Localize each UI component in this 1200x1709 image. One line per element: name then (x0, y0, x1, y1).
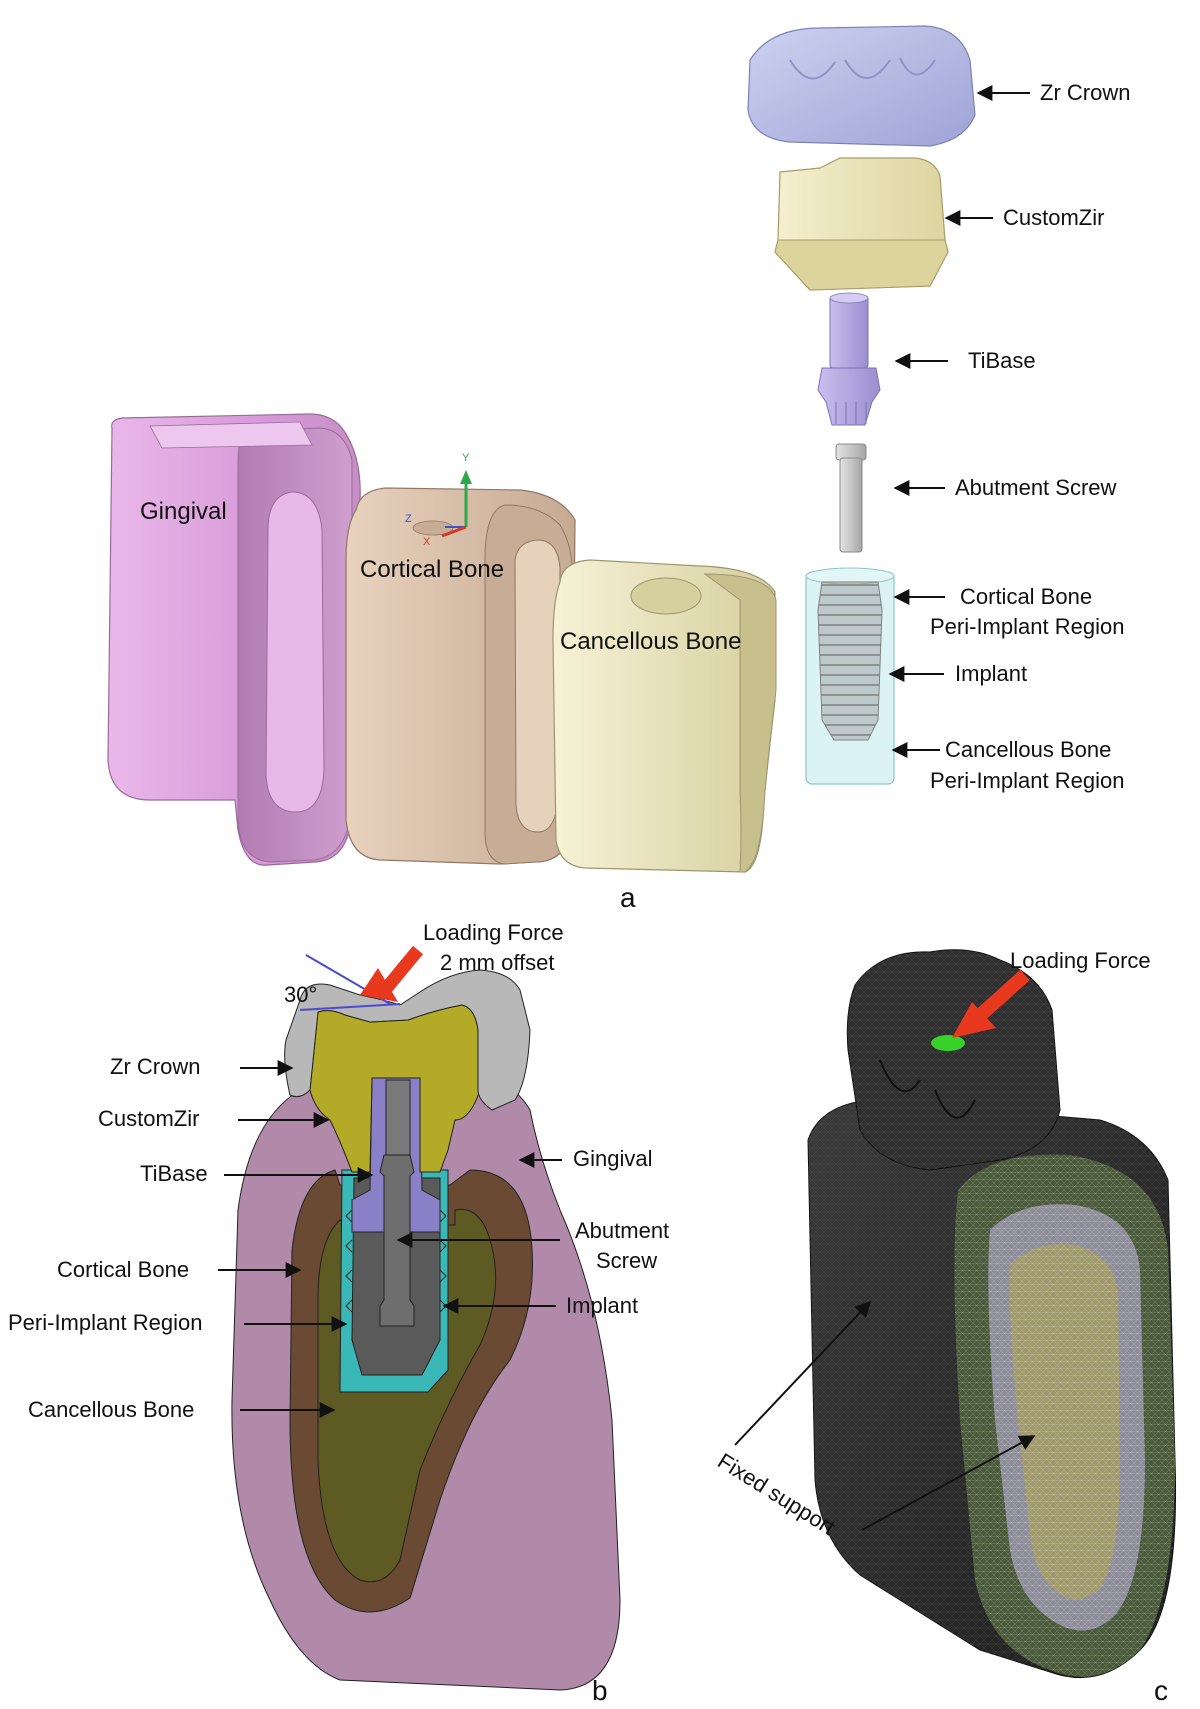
cancellous-bone-label: Cancellous Bone (560, 628, 741, 655)
panel-a-letter: a (620, 882, 636, 913)
cortical-peri-label-line2: Peri-Implant Region (930, 614, 1124, 639)
gingival-label: Gingival (140, 498, 227, 525)
axis-x-label: X (423, 536, 431, 548)
abutment-screw-label-a: Abutment Screw (955, 475, 1117, 500)
angle-label: 30° (284, 982, 317, 1007)
axis-y-label: Y (462, 452, 470, 464)
force-arrow-b (360, 968, 398, 1002)
cortical-bone-block: Cortical Bone (345, 487, 576, 865)
gingival-label-b: Gingival (573, 1146, 652, 1171)
cancellous-bone-label-b: Cancellous Bone (28, 1397, 194, 1422)
tibase-part (817, 292, 881, 426)
zr-crown-label-a: Zr Crown (1040, 80, 1130, 105)
cancellous-peri-label-line1: Cancellous Bone (945, 737, 1111, 762)
peri-implant-label-b: Peri-Implant Region (8, 1310, 202, 1335)
tibase-label-a: TiBase (968, 348, 1036, 373)
panel-a-annotations: Zr Crown CustomZir TiBase Abutment Screw… (888, 80, 1130, 793)
panel-a: Gingival Cortical Bone Y Z X Cancellous … (107, 25, 1130, 913)
force-label-b-line1: Loading Force (423, 920, 564, 945)
cancellous-bone-block: Cancellous Bone (552, 559, 777, 873)
cancellous-peri-label-line2: Peri-Implant Region (930, 768, 1124, 793)
force-label-c: Loading Force (1010, 948, 1151, 973)
gingival-block: Gingival (107, 413, 361, 866)
tibase-label-b: TiBase (140, 1161, 208, 1186)
load-contact-area (931, 1035, 965, 1051)
panel-c: Loading Force Fixed support c (713, 948, 1177, 1706)
zr-crown-label-b: Zr Crown (110, 1054, 200, 1079)
cortical-bone-label: Cortical Bone (360, 556, 504, 583)
customzir-label-a: CustomZir (1003, 205, 1104, 230)
abutment-screw-part (835, 443, 867, 553)
zr-crown-part (747, 25, 976, 147)
implant-part (805, 567, 895, 785)
cortical-bone-label-b: Cortical Bone (57, 1257, 189, 1282)
cortical-peri-label-line1: Cortical Bone (960, 584, 1092, 609)
panel-c-letter: c (1154, 1675, 1168, 1706)
panel-b-letter: b (592, 1675, 608, 1706)
force-arrow-c (952, 1002, 996, 1038)
customzir-part (774, 157, 949, 291)
customzir-label-b: CustomZir (98, 1106, 199, 1131)
abutment-label-line1: Abutment (575, 1218, 669, 1243)
abutment-label-line2: Screw (596, 1248, 657, 1273)
implant-label-a: Implant (955, 661, 1027, 686)
axis-triad: Y Z X (405, 452, 472, 548)
axis-z-label: Z (405, 513, 412, 525)
implant-label-b: Implant (566, 1293, 638, 1318)
panel-b: 30° Loading Force 2 mm offset Zr Crown C… (8, 920, 669, 1706)
force-label-b-line2: 2 mm offset (440, 950, 555, 975)
